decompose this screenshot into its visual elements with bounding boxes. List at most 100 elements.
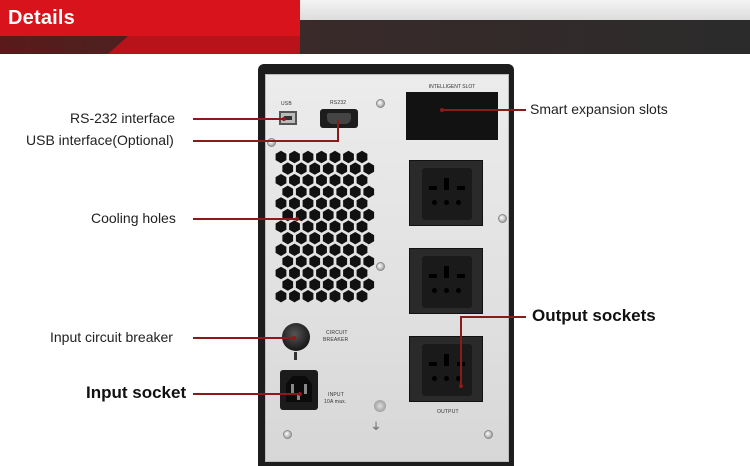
vent-hole — [349, 208, 361, 222]
output-socket — [409, 160, 483, 226]
callout-usb-label: USB interface(Optional) — [26, 132, 174, 148]
vent-hole — [329, 197, 341, 210]
ground-icon: ⏚ — [371, 422, 381, 433]
vent-hole — [363, 208, 375, 222]
output-socket — [409, 248, 483, 314]
vent-hole — [295, 278, 307, 291]
vent-hole — [275, 290, 287, 303]
vent-hole — [302, 174, 314, 187]
vent-hole — [356, 197, 368, 210]
vent-hole — [295, 185, 307, 198]
vent-hole — [336, 185, 348, 198]
vent-hole — [275, 220, 287, 233]
vent-hole — [289, 220, 300, 233]
callout-output-line — [461, 316, 526, 318]
vent-hole — [329, 150, 341, 164]
vent-hole — [289, 243, 300, 256]
vent-hole — [329, 290, 341, 303]
vent-hole — [329, 243, 341, 256]
cooling-vents — [275, 150, 375, 303]
vent-hole — [316, 266, 327, 280]
rs232-port — [320, 109, 358, 128]
vent-hole — [289, 197, 300, 210]
socket-face — [422, 168, 472, 220]
vent-hole — [363, 278, 375, 291]
screw-icon — [376, 262, 385, 271]
vent-hole — [336, 278, 348, 291]
vent-hole — [356, 243, 368, 256]
vent-hole — [322, 255, 334, 268]
vent-hole — [275, 243, 287, 256]
vent-hole — [343, 220, 354, 233]
socket-face — [422, 256, 472, 308]
vent-hole — [349, 232, 361, 245]
vent-hole — [316, 290, 327, 303]
vent-hole — [316, 197, 327, 210]
screw-icon — [484, 430, 493, 439]
vent-hole — [336, 208, 348, 222]
output-label: OUTPUT — [437, 409, 459, 415]
callout-output-label: Output sockets — [532, 306, 656, 325]
vent-hole — [343, 266, 354, 280]
callout-usb-line-v — [337, 120, 339, 142]
callout-cooling-line — [193, 218, 296, 220]
vent-hole — [282, 185, 294, 198]
screw-icon — [498, 214, 507, 223]
callout-input-socket-label: Input socket — [86, 383, 187, 402]
vent-hole — [275, 197, 287, 210]
vent-hole — [356, 290, 368, 303]
intelligent-slot — [406, 92, 498, 140]
vent-hole — [275, 174, 287, 187]
vent-hole — [322, 185, 334, 198]
vent-hole — [289, 174, 300, 187]
callout-cooling-dot — [295, 217, 299, 221]
input-label-line2: 10A max. — [324, 399, 347, 405]
vent-hole — [309, 208, 321, 222]
callout-output-dot — [459, 384, 463, 388]
breaker-label-line1: CIRCUIT — [326, 330, 348, 336]
vent-hole — [289, 266, 300, 280]
vent-hole — [349, 162, 361, 175]
vent-hole — [336, 162, 348, 175]
vent-hole — [343, 174, 354, 187]
callout-slots-label: Smart expansion slots — [530, 101, 668, 117]
callout-slots-line — [442, 109, 526, 111]
vent-hole — [363, 255, 375, 268]
vent-hole — [322, 278, 334, 291]
vent-hole — [322, 208, 334, 222]
vent-hole — [282, 278, 294, 291]
vent-hole — [316, 174, 327, 187]
vent-hole — [302, 150, 314, 164]
vent-hole — [275, 266, 287, 280]
vent-hole — [289, 290, 300, 303]
screw-icon — [267, 138, 276, 147]
vent-hole — [329, 266, 341, 280]
vent-hole — [363, 185, 375, 198]
vent-hole — [343, 290, 354, 303]
socket-face — [422, 344, 472, 396]
vent-hole — [322, 232, 334, 245]
intelligent-slot-label: INTELLIGENT SLOT — [428, 84, 476, 90]
input-socket — [280, 370, 318, 410]
callout-rs232-line — [193, 118, 283, 120]
callout-breaker-label: Input circuit breaker — [50, 329, 173, 345]
usb-port-label: USB — [281, 101, 292, 107]
breaker-indicator — [294, 352, 297, 360]
vent-hole — [302, 266, 314, 280]
callout-breaker-line — [193, 337, 293, 339]
vent-hole — [356, 266, 368, 280]
vent-hole — [309, 255, 321, 268]
vent-hole — [349, 185, 361, 198]
breaker-label-line2: BREAKER — [323, 337, 349, 343]
vent-hole — [356, 150, 368, 164]
callout-input-socket-line — [193, 393, 299, 395]
ground-screw-icon — [374, 400, 386, 412]
callout-rs232-dot — [282, 117, 286, 121]
vent-hole — [282, 232, 294, 245]
vent-hole — [322, 162, 334, 175]
vent-hole — [349, 278, 361, 291]
page-title: Details — [8, 7, 75, 29]
vent-hole — [363, 232, 375, 245]
vent-hole — [282, 162, 294, 175]
vent-hole — [336, 255, 348, 268]
